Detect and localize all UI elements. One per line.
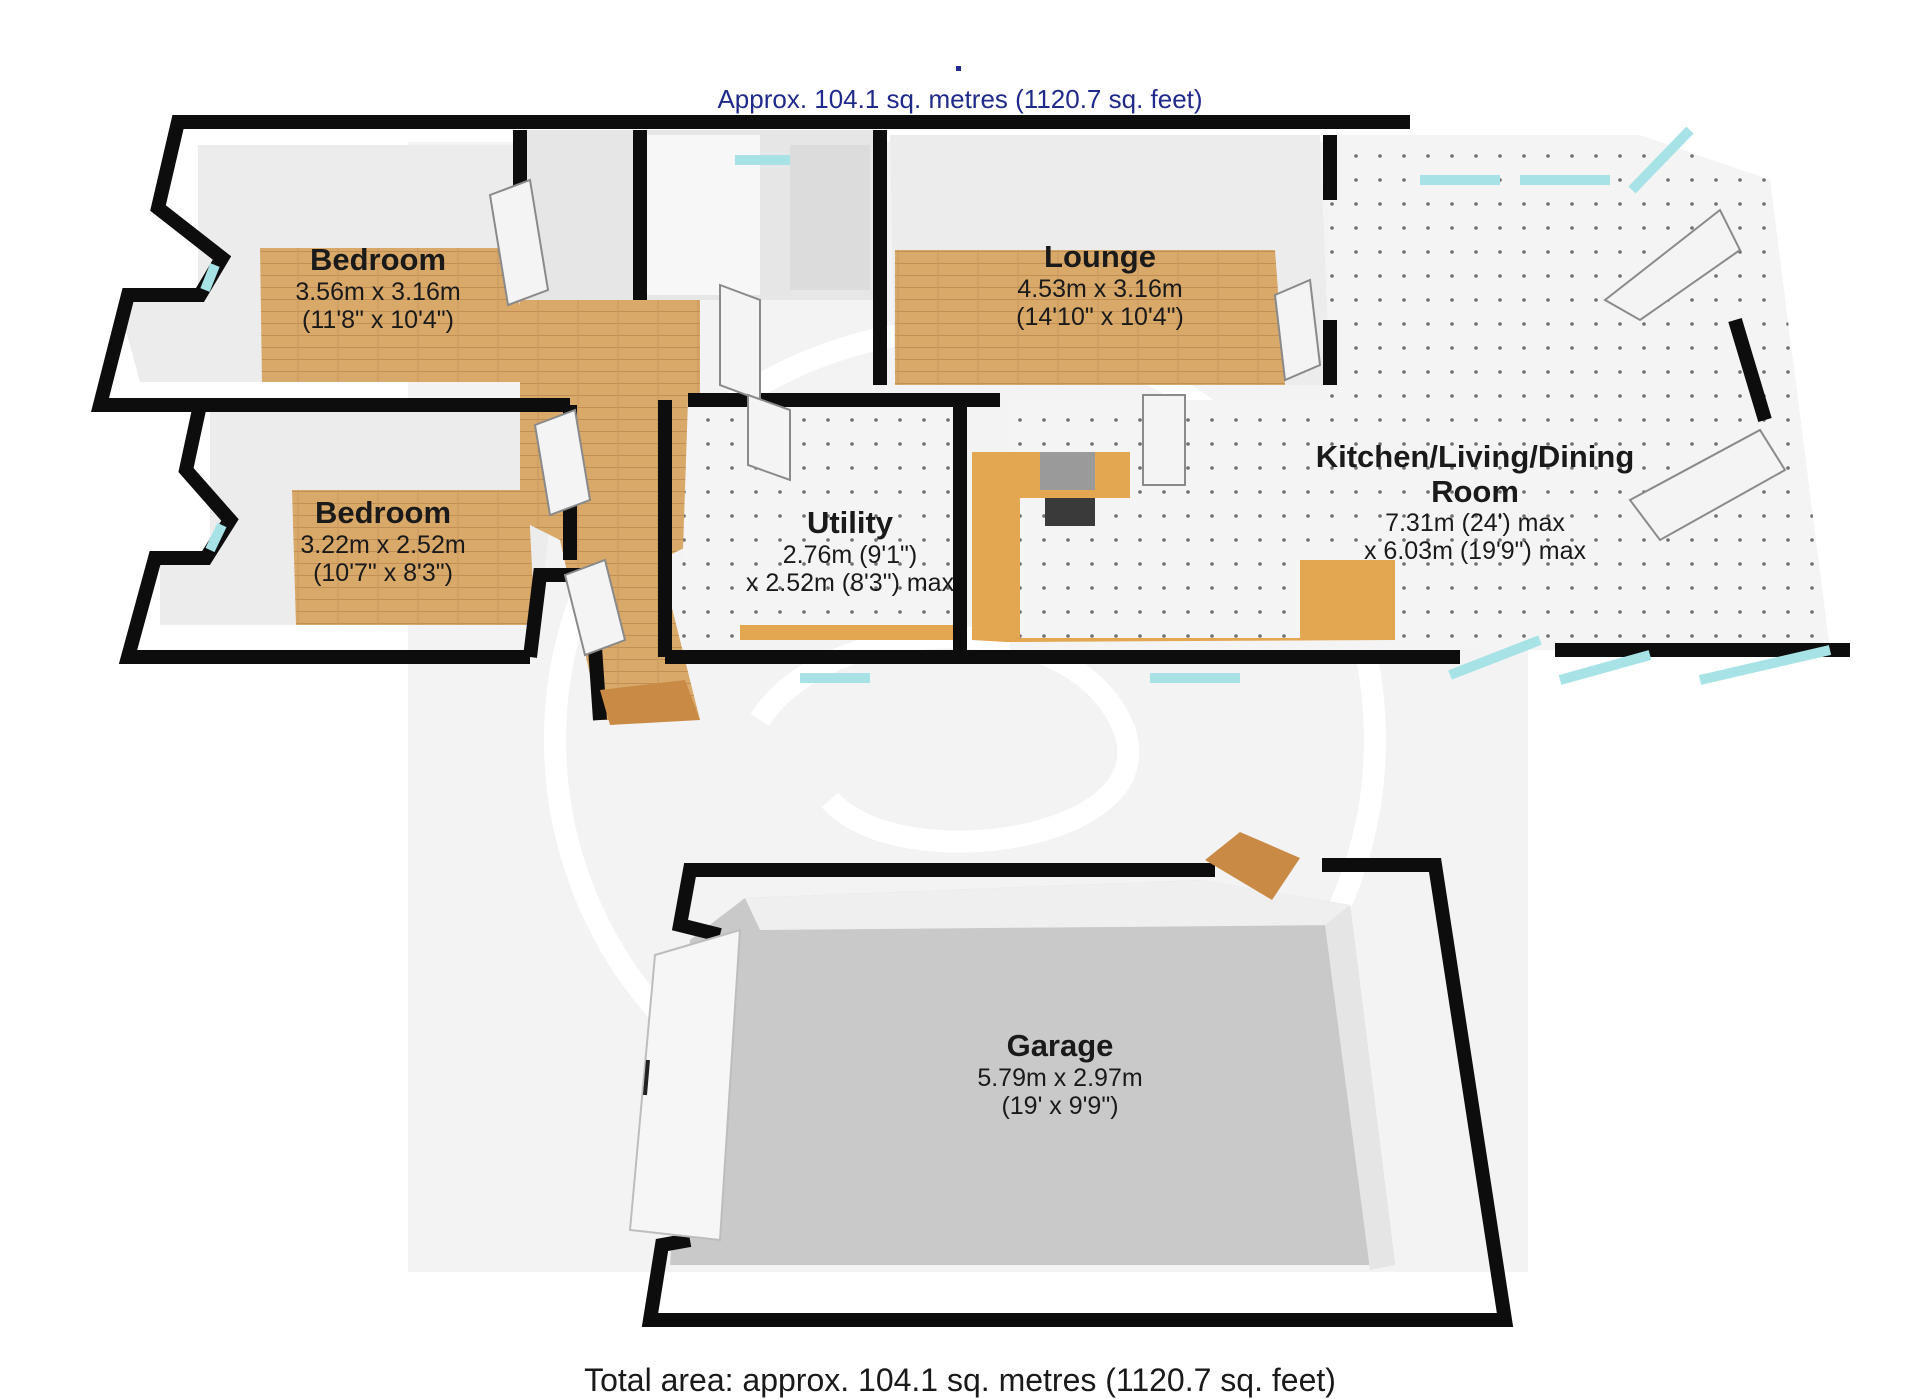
garage-side-door bbox=[1205, 832, 1300, 900]
room-dimensions-metric: 7.31m (24') max bbox=[1385, 509, 1565, 538]
room-label-garage: Garage 5.79m x 2.97m (19' x 9'9") bbox=[940, 1028, 1180, 1120]
garage-floor bbox=[670, 880, 1395, 1265]
room-label-kitchen-living-dining: Kitchen/Living/Dining Room 7.31m (24') m… bbox=[1290, 439, 1660, 566]
room-label-bedroom-1: Bedroom 3.56m x 3.16m (11'8" x 10'4") bbox=[258, 242, 498, 334]
header-dot bbox=[956, 66, 961, 71]
room-dimensions-imperial: (11'8" x 10'4") bbox=[302, 305, 454, 334]
garage-door bbox=[628, 928, 742, 1242]
room-dimensions-metric: 4.53m x 3.16m bbox=[1017, 274, 1183, 303]
kitchen-living-floor bbox=[1010, 135, 1830, 660]
room-dimensions-metric: 3.22m x 2.52m bbox=[300, 530, 466, 559]
room-dimensions-metric: 3.56m x 3.16m bbox=[295, 277, 461, 306]
total-area-footer: Total area: approx. 104.1 sq. metres (11… bbox=[584, 1362, 1336, 1398]
doors bbox=[488, 178, 1787, 657]
room-name: Bedroom bbox=[314, 495, 452, 530]
room-name: Bedroom bbox=[309, 242, 447, 277]
room-name: Kitchen/Living/Dining Room bbox=[1315, 439, 1635, 509]
approx-area-header: Approx. 104.1 sq. metres (1120.7 sq. fee… bbox=[717, 84, 1203, 114]
windows bbox=[200, 126, 1832, 685]
garage-walls bbox=[641, 858, 1514, 1327]
room-label-utility: Utility 2.76m (9'1") x 2.52m (8'3") max bbox=[730, 505, 970, 597]
room-name: Garage bbox=[1006, 1028, 1114, 1063]
room-dimensions-imperial: x 6.03m (19'9") max bbox=[1363, 537, 1587, 566]
room-dimensions-metric: 2.76m (9'1") bbox=[782, 540, 918, 569]
room-label-bedroom-2: Bedroom 3.22m x 2.52m (10'7" x 8'3") bbox=[268, 495, 498, 587]
room-dimensions-imperial: (14'10" x 10'4") bbox=[1016, 302, 1184, 331]
room-dimensions-imperial: (19' x 9'9") bbox=[1001, 1091, 1119, 1120]
room-dimensions-metric: 5.79m x 2.97m bbox=[977, 1063, 1143, 1092]
room-label-lounge: Lounge 4.53m x 3.16m (14'10" x 10'4") bbox=[980, 239, 1220, 331]
room-dimensions-imperial: x 2.52m (8'3") max bbox=[745, 568, 955, 597]
kitchen-worktop bbox=[972, 452, 1395, 642]
room-name: Lounge bbox=[1044, 239, 1156, 274]
room-dimensions-imperial: (10'7" x 8'3") bbox=[313, 558, 453, 587]
room-name: Utility bbox=[806, 505, 894, 540]
